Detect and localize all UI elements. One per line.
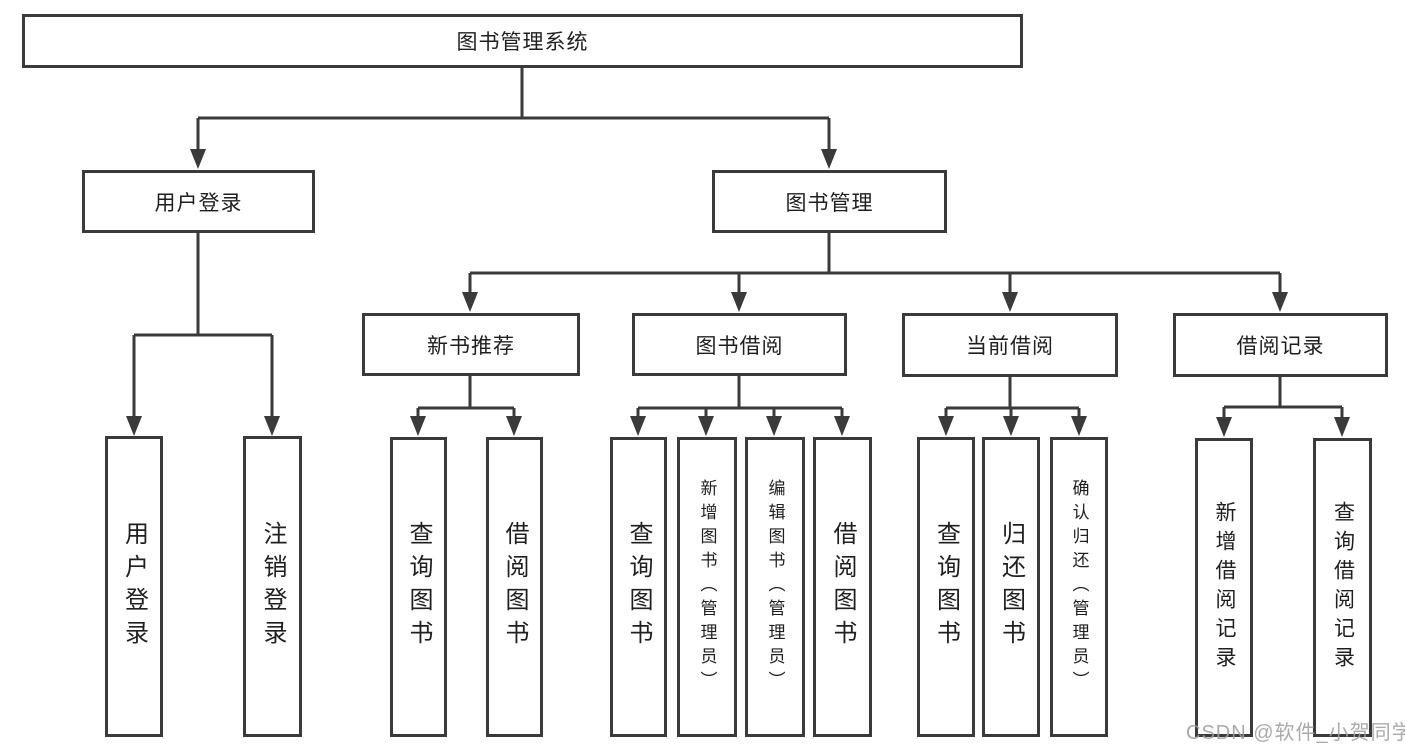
leaf-return-books: 归还图书 [982, 437, 1040, 737]
arrowhead-icon [1071, 416, 1087, 436]
leaf-user-login: 用户登录 [105, 436, 163, 737]
arrowhead-icon [766, 416, 782, 436]
arrowhead-icon [731, 292, 747, 312]
arrowhead-icon [190, 149, 206, 169]
leaf-query-books-recommend: 查询图书 [390, 437, 447, 737]
node-borrowing-records: 借阅记录 [1173, 313, 1388, 377]
node-label: 借阅记录 [1236, 335, 1325, 358]
node-current-borrowing: 当前借阅 [902, 313, 1118, 377]
leaf-label: 借阅图书 [829, 521, 856, 653]
arrowhead-icon [630, 416, 646, 436]
arrowhead-icon [821, 149, 837, 169]
leaf-query-books-borrow: 查询图书 [610, 437, 667, 737]
arrowhead-icon [506, 416, 522, 436]
leaf-label: 查询借阅记录 [1331, 500, 1355, 675]
node-new-book-recommend: 新书推荐 [362, 313, 580, 376]
leaf-add-books-admin: 新增图书（管理员） [677, 437, 737, 737]
arrowhead-icon [1272, 292, 1288, 312]
leaf-label: 借阅图书 [501, 521, 528, 653]
arrowhead-icon [1334, 417, 1350, 437]
arrowhead-icon [1216, 417, 1232, 437]
leaf-borrow-books: 借阅图书 [813, 437, 872, 737]
arrowhead-icon [264, 416, 280, 436]
node-label: 图书管理 [785, 191, 874, 215]
leaf-label: 确认归还（管理员） [1069, 479, 1089, 695]
node-label: 新书推荐 [427, 334, 515, 358]
leaf-add-borrow-record: 新增借阅记录 [1195, 438, 1253, 737]
node-label: 图书管理系统 [456, 31, 589, 54]
leaf-edit-books-admin: 编辑图书（管理员） [745, 437, 805, 737]
arrowhead-icon [410, 416, 426, 436]
leaf-query-books-current: 查询图书 [917, 437, 975, 737]
node-label: 图书借阅 [695, 334, 784, 358]
node-book-borrowing: 图书借阅 [632, 313, 847, 376]
leaf-label: 用户登录 [120, 520, 148, 653]
node-book-management: 图书管理 [712, 170, 947, 233]
node-library-management-system: 图书管理系统 [22, 14, 1023, 68]
arrowhead-icon [1002, 292, 1018, 312]
leaf-label: 编辑图书（管理员） [765, 479, 785, 695]
arrowhead-icon [938, 416, 954, 436]
leaf-label: 查询图书 [405, 521, 432, 653]
leaf-confirm-return-admin: 确认归还（管理员） [1050, 437, 1108, 737]
leaf-logout: 注销登录 [243, 436, 302, 737]
node-label: 当前借阅 [966, 335, 1054, 358]
arrowhead-icon [126, 416, 142, 436]
leaf-label: 归还图书 [997, 521, 1025, 653]
leaf-borrow-books-recommend: 借阅图书 [486, 437, 543, 737]
leaf-label: 新增图书（管理员） [697, 479, 717, 695]
leaf-query-borrow-record: 查询借阅记录 [1313, 438, 1372, 737]
leaf-label: 查询图书 [932, 521, 960, 653]
arrowhead-icon [834, 416, 850, 436]
leaf-label: 查询图书 [625, 521, 652, 653]
arrowhead-icon [1003, 416, 1019, 436]
arrowhead-icon [462, 292, 478, 312]
csdn-watermark: CSDN @软件_小贺同学 [1186, 722, 1405, 744]
node-user-login: 用户登录 [82, 170, 315, 233]
node-label: 用户登录 [154, 191, 243, 215]
arrowhead-icon [698, 416, 714, 436]
leaf-label: 注销登录 [259, 520, 286, 653]
leaf-label: 新增借阅记录 [1213, 500, 1236, 675]
